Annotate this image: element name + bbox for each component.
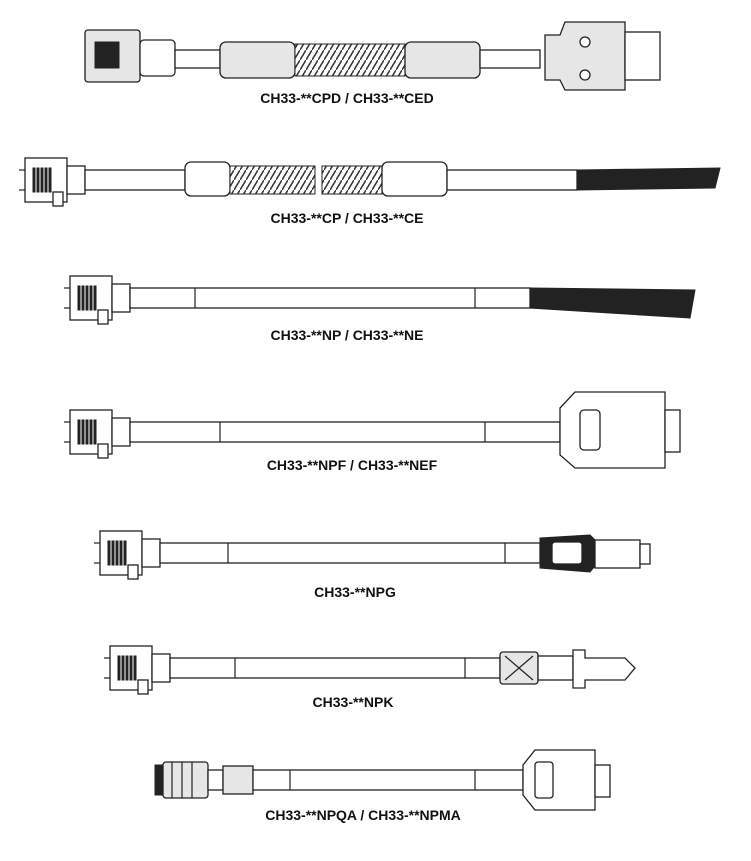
cable-label: CH33-**NPK <box>313 694 394 710</box>
cable-ch33-npk: CH33-**NPK <box>103 645 636 710</box>
cable-label: CH33-**CPD / CH33-**CED <box>260 90 434 106</box>
cable-ch33-npg: CH33-**NPG <box>93 530 651 600</box>
cable-ch33-np: CH33-**NP / CH33-**NE <box>63 275 696 343</box>
cable-label: CH33-**NP / CH33-**NE <box>270 327 423 343</box>
cable-label: CH33-**NPG <box>314 584 396 600</box>
cable-ch33-npqa: CH33-**NPQA / CH33-**NPMA <box>154 749 611 823</box>
cable-label: CH33-**NPQA / CH33-**NPMA <box>265 807 461 823</box>
cable-label: CH33-**NPF / CH33-**NEF <box>267 457 438 473</box>
cable-ch33-cp: CH33-**CP / CH33-**CE <box>18 157 721 226</box>
cable-ch33-cpd: CH33-**CPD / CH33-**CED <box>84 21 661 106</box>
cable-label: CH33-**CP / CH33-**CE <box>270 210 423 226</box>
cable-ch33-npf: CH33-**NPF / CH33-**NEF <box>63 391 681 473</box>
